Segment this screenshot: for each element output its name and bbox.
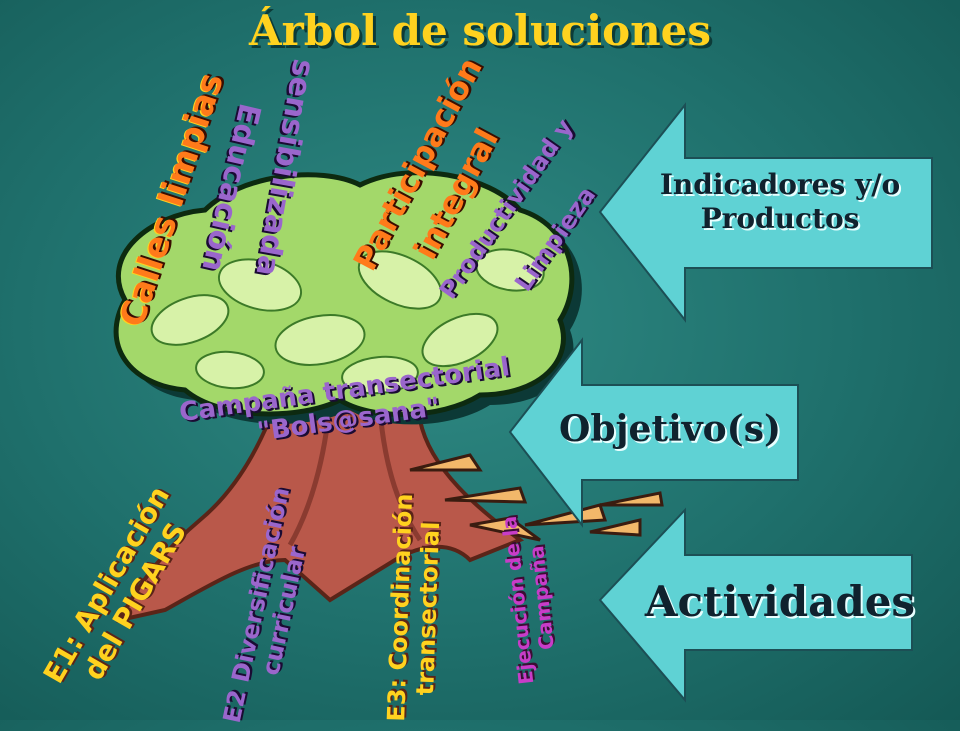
slide-title: Árbol de soluciones: [249, 6, 711, 55]
branch-shard: [469, 516, 541, 542]
branch-shard: [589, 518, 642, 537]
actividades-label: Actividades: [644, 577, 916, 626]
objetivo-arrow: [508, 337, 799, 528]
indicadores-line2: Productos: [700, 201, 860, 235]
indicadores-line1: Indicadores y/o: [659, 168, 901, 201]
branch-shard: [599, 491, 664, 507]
branch-shard: [444, 486, 528, 504]
actividades-arrow: [598, 507, 913, 703]
objetivo-label: Objetivo(s): [558, 408, 782, 450]
root-e3-wordart: E3: Coordinación transectorial: [382, 493, 446, 723]
indicadores-label: Indicadores y/o Productos: [620, 168, 940, 235]
indicadores-arrow: [598, 102, 933, 323]
branch-shard: [409, 453, 483, 472]
branch-shard: [524, 503, 608, 527]
